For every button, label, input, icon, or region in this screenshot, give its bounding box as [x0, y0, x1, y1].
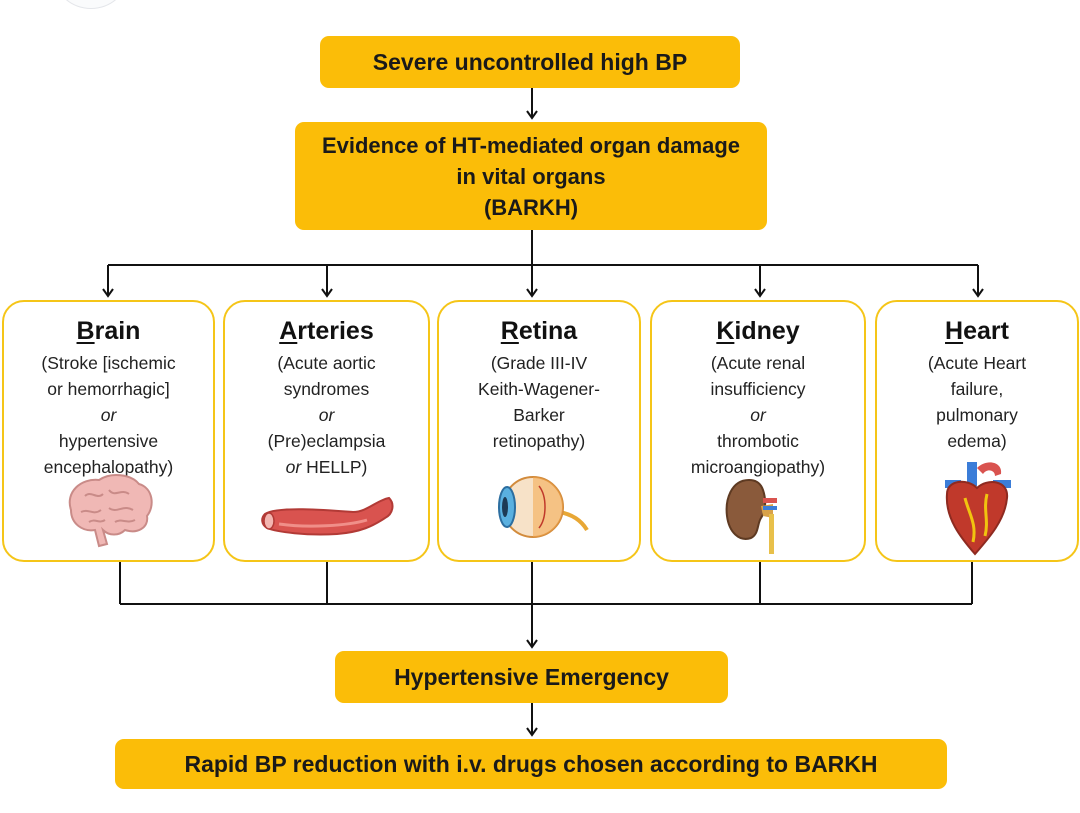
rapid-bp-reduction-label: Rapid BP reduction with i.v. drugs chose…: [184, 751, 878, 777]
organ-title-arteries: Arteries: [279, 317, 374, 345]
organ-damage-line2: in vital organs: [456, 163, 606, 189]
organ-box-retina: Retina (Grade III-IV Keith-Wagener- Bark…: [437, 300, 641, 562]
severe-high-bp-box: Severe uncontrolled high BP: [320, 36, 740, 88]
organ-title-brain: Brain: [76, 317, 141, 345]
organ-box-brain: Brain (Stroke [ischemic or hemorrhagic] …: [2, 300, 215, 562]
organ-desc-brain: (Stroke [ischemic or hemorrhagic] or hyp…: [41, 353, 176, 477]
organ-title-retina: Retina: [500, 317, 578, 345]
organ-box-heart: Heart (Acute Heart failure, pulmonary ed…: [875, 300, 1079, 562]
hypertensive-emergency-box: Hypertensive Emergency: [335, 651, 728, 703]
eye-icon: [498, 476, 589, 538]
organ-damage-line1: Evidence of HT-mediated organ damage: [321, 132, 741, 158]
organ-box-kidney: Kidney (Acute renal insufficiency or thr…: [650, 300, 866, 562]
organ-title-kidney: Kidney: [716, 317, 800, 345]
rapid-bp-reduction-box: Rapid BP reduction with i.v. drugs chose…: [115, 739, 947, 789]
heart-icon: [945, 462, 1011, 556]
hypertensive-emergency-label: Hypertensive Emergency: [394, 664, 669, 690]
kidney-icon: [725, 478, 777, 554]
organ-desc-kidney: (Acute renal insufficiency or thrombotic…: [690, 353, 826, 477]
organ-title-heart: Heart: [945, 317, 1009, 345]
organ-damage-box: Evidence of HT-mediated organ damage in …: [295, 122, 767, 230]
severe-high-bp-label: Severe uncontrolled high BP: [372, 49, 688, 75]
arteries-last-line: or HELLP): [285, 457, 368, 477]
organ-box-arteries: Arteries (Acute aortic syndromes or (Pre…: [223, 300, 430, 562]
brain-icon: [68, 474, 153, 548]
organ-desc-heart: (Acute Heart failure, pulmonary edema): [927, 353, 1027, 451]
artery-icon: [260, 496, 393, 536]
organ-damage-line3: (BARKH): [483, 194, 579, 220]
organ-desc-arteries: (Acute aortic syndromes or (Pre)eclampsi…: [225, 350, 428, 480]
organ-desc-retina: (Grade III-IV Keith-Wagener- Barker reti…: [478, 353, 600, 451]
